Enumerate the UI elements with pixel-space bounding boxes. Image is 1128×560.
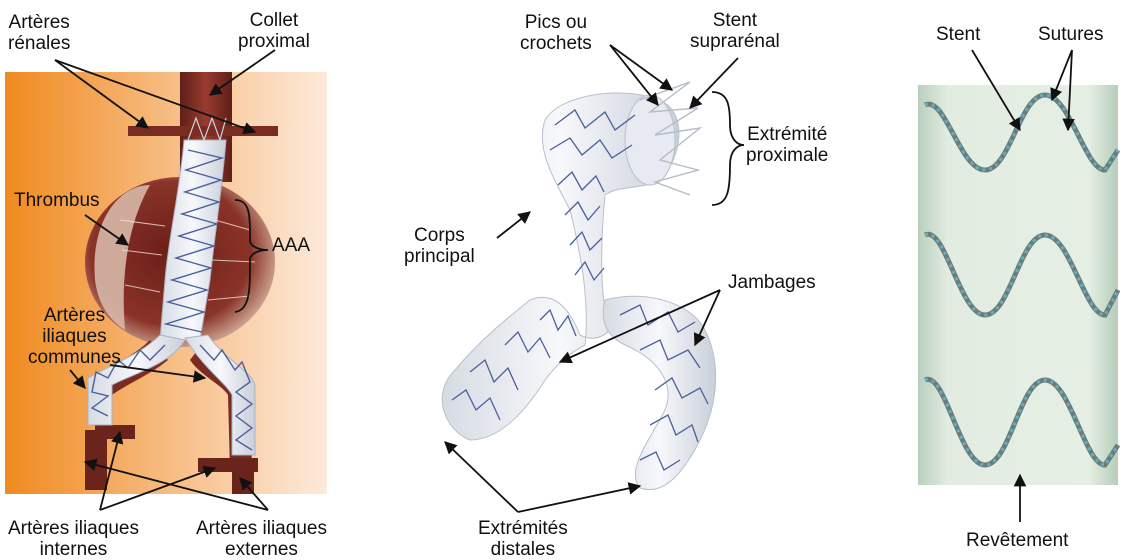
middle-panel-stent-graft [442, 82, 716, 490]
label-common-iliac-line1: Artères [28, 305, 121, 326]
label-proximal-end-line2: proximale [746, 145, 828, 166]
label-covering: Revêtement [966, 530, 1068, 551]
label-renal-arteries-line2: rénales [8, 33, 70, 54]
label-external-iliac-line1: Artères iliaques [196, 518, 327, 539]
label-main-body-line2: principal [404, 246, 475, 267]
label-hooks-line2: crochets [520, 33, 592, 54]
label-legs: Jambages [728, 272, 816, 293]
label-external-iliac: Artères iliaques externes [196, 518, 327, 560]
internal-iliac-stub [85, 430, 107, 490]
label-main-body-line1: Corps [404, 225, 475, 246]
label-proximal-neck-line1: Collet [238, 10, 310, 31]
right-panel-stent-detail [918, 85, 1118, 485]
proximal-end-opening [625, 95, 675, 185]
label-common-iliac: Artères iliaques communes [28, 305, 121, 368]
left-panel-anatomy [5, 72, 327, 494]
label-distal-ends-line1: Extrémités [478, 518, 568, 539]
label-main-body: Corps principal [404, 225, 475, 267]
label-stent-text: Stent [936, 24, 980, 45]
label-common-iliac-line3: communes [28, 347, 121, 368]
label-suprarenal-stent-line2: suprarénal [690, 31, 780, 52]
fabric-covering [918, 85, 1118, 485]
label-suprarenal-stent-line1: Stent [690, 10, 780, 31]
label-internal-iliac-line1: Artères iliaques [8, 518, 139, 539]
label-hooks-line1: Pics ou [520, 12, 592, 33]
label-aaa: AAA [272, 235, 310, 256]
label-thrombus-text: Thrombus [14, 190, 100, 211]
label-stent: Stent [936, 24, 980, 45]
label-internal-iliac: Artères iliaques internes [8, 518, 139, 560]
renal-artery-bar [128, 126, 278, 136]
label-suprarenal-stent: Stent suprarénal [690, 10, 780, 52]
label-renal-arteries: Artères rénales [8, 12, 70, 54]
label-sutures-text: Sutures [1038, 24, 1103, 45]
label-renal-arteries-line1: Artères [8, 12, 70, 33]
label-hooks: Pics ou crochets [520, 12, 592, 54]
label-common-iliac-line2: iliaques [28, 326, 121, 347]
label-sutures: Sutures [1038, 24, 1103, 45]
label-proximal-neck: Collet proximal [238, 10, 310, 52]
label-proximal-end: Extrémité proximale [746, 124, 828, 166]
label-legs-text: Jambages [728, 272, 816, 293]
label-proximal-end-line1: Extrémité [746, 124, 828, 145]
label-distal-ends: Extrémités distales [478, 518, 568, 560]
label-covering-text: Revêtement [966, 530, 1068, 551]
label-proximal-neck-line2: proximal [238, 31, 310, 52]
label-aaa-text: AAA [272, 235, 310, 256]
label-thrombus: Thrombus [14, 190, 100, 211]
